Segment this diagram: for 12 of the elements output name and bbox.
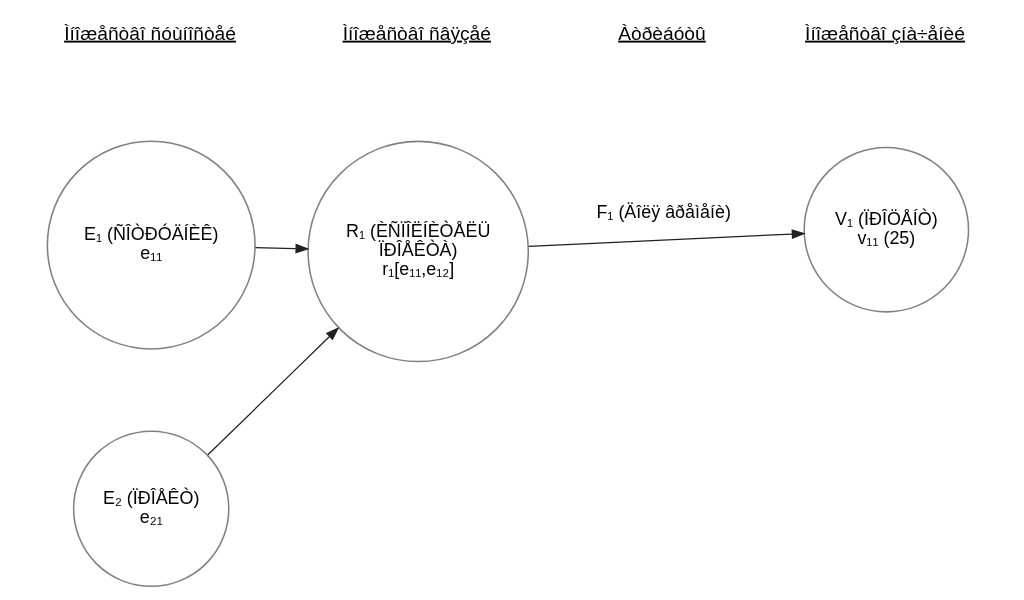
arrow (206, 326, 339, 456)
node-circle: E₂ (ÏÐÎÅÊÒ) e₂₁ (72, 430, 230, 588)
label: Ìíîæåñòâî ñâÿçåé (342, 22, 491, 44)
arrow (527, 229, 806, 247)
label: Ìíîæåñòâî çíà÷åíèé (804, 22, 965, 44)
node-circle: E₁ (ÑÎÒÐÓÄÍÈÊ) e₁₁ (46, 140, 256, 350)
label: Àòðèáóòû (617, 22, 706, 44)
node-circle: V₁ (ÏÐÎÖÅÍÒ) v₁₁ (25) (802, 146, 969, 313)
edge-label: F₁ (Äîëÿ âðåìåíè) (595, 201, 731, 222)
node-circle: R₁ (ÈÑÏÎËÍÈÒÅËÜ ÏÐÎÅÊÒÀ) r₁[e₁₁,e₁₂] (306, 140, 529, 363)
arrow (254, 243, 310, 254)
label: Ìíîæåñòâî ñóùíîñòåé (63, 22, 236, 44)
